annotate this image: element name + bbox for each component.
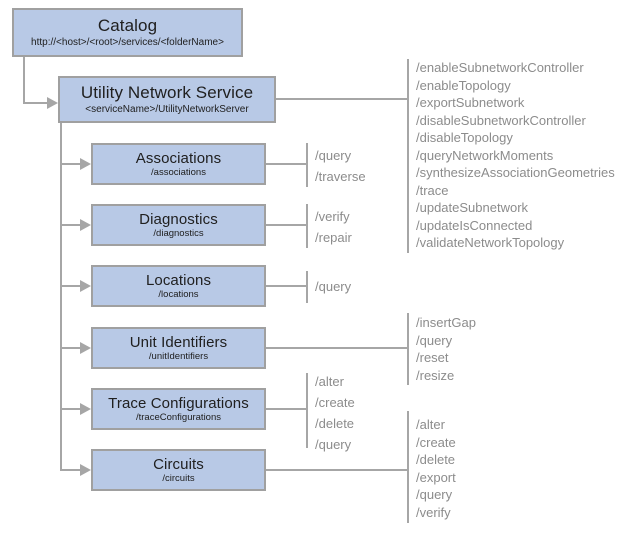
operation-label: /updateSubnetwork [416, 200, 529, 215]
diagnostics-operations-connector-line [266, 224, 306, 226]
unit-identifiers-path-label: /unitIdentifiers [148, 350, 209, 362]
locations-operations-connector-line [266, 285, 306, 287]
locations-operations-bracket-line [306, 271, 308, 303]
diagnostics-branch-arrow-icon [80, 219, 91, 231]
unit-identifiers-operations-connector-line [266, 347, 407, 349]
trace-configurations-operations-bracket-line [306, 373, 308, 448]
operation-label: /query [416, 332, 453, 348]
operation-label: /repair [315, 230, 352, 245]
unit-identifiers-branch-line [60, 347, 80, 349]
diagnostics-title: Diagnostics [139, 210, 218, 228]
unit-identifiers-node: Unit Identifiers /unitIdentifiers [91, 327, 266, 369]
operation-label: /insertGap [416, 315, 476, 330]
operation-label: /query [315, 437, 352, 452]
operation-label: /validateNetworkTopology [416, 235, 565, 250]
operation-label: /enableSubnetworkController [416, 60, 584, 75]
utility-network-service-title: Utility Network Service [80, 83, 254, 102]
service-operations-list: /enableSubnetworkController/enableTopolo… [416, 59, 615, 252]
service-operations-bracket-line [407, 59, 409, 253]
operation-label: /create [315, 395, 355, 410]
operation-label: /query [315, 148, 352, 163]
circuits-operations-connector-line [266, 469, 407, 471]
operation-label: /enableTopology [416, 77, 511, 93]
operation-label: /queryNetworkMoments [416, 147, 554, 163]
operation-label: /trace [416, 182, 449, 198]
operation-label: /verify [416, 504, 451, 520]
unit-identifiers-branch-arrow-icon [80, 342, 91, 354]
diagnostics-operations-bracket-line [306, 204, 308, 248]
associations-path-label: /associations [151, 166, 206, 178]
locations-operations-list: /query [315, 276, 351, 297]
trace-configurations-branch-arrow-icon [80, 403, 91, 415]
catalog-title: Catalog [97, 16, 158, 35]
operation-label: /verify [315, 209, 350, 224]
locations-node: Locations /locations [91, 265, 266, 307]
operation-label: /query [315, 279, 352, 294]
circuits-branch-line [60, 469, 80, 471]
operation-label: /resize [416, 367, 455, 383]
diagnostics-branch-line [60, 224, 80, 226]
trace-configurations-path-label: /traceConfigurations [135, 411, 222, 423]
operation-label: /alter [416, 417, 445, 432]
circuits-path-label: /circuits [162, 472, 195, 484]
circuits-branch-arrow-icon [80, 464, 91, 476]
unit-identifiers-operations-list: /insertGap/query/reset/resize [416, 314, 476, 384]
circuits-operations-bracket-line [407, 411, 409, 523]
locations-branch-arrow-icon [80, 280, 91, 292]
diagnostics-path-label: /diagnostics [153, 227, 204, 239]
catalog-node: Catalog http://<host>/<root>/services/<f… [12, 8, 243, 57]
locations-title: Locations [145, 271, 212, 289]
catalog-url-label: http://<host>/<root>/services/<folderNam… [31, 37, 224, 48]
operation-label: /traverse [315, 169, 366, 184]
associations-operations-connector-line [266, 163, 306, 165]
circuits-operations-list: /alter/create/delete/export/query/verify [416, 416, 456, 521]
operation-label: /updateIsConnected [416, 217, 533, 233]
trace-configurations-operations-list: /alter/create/delete/query [315, 371, 355, 455]
operation-label: /delete [416, 452, 456, 467]
service-children-trunk-line [60, 123, 62, 470]
unit-identifiers-operations-bracket-line [407, 313, 409, 385]
diagnostics-operations-list: /verify/repair [315, 206, 352, 248]
associations-branch-line [60, 163, 80, 165]
circuits-node: Circuits /circuits [91, 449, 266, 491]
circuits-title: Circuits [153, 455, 204, 473]
operation-label: /query [416, 487, 453, 502]
trace-configurations-branch-line [60, 408, 80, 410]
catalog-connector-horizontal-line [23, 102, 48, 104]
trace-configurations-title: Trace Configurations [108, 394, 249, 412]
operation-label: /create [416, 434, 456, 450]
operation-label: /synthesizeAssociationGeometries [416, 165, 615, 180]
operation-label: /export [416, 469, 456, 485]
catalog-connector-arrow-icon [47, 97, 58, 109]
locations-path-label: /locations [158, 288, 199, 300]
trace-configurations-node: Trace Configurations /traceConfiguration… [91, 388, 266, 430]
service-operations-connector-line [276, 98, 407, 100]
locations-branch-line [60, 285, 80, 287]
operation-label: /disableTopology [416, 130, 513, 145]
operation-label: /delete [315, 416, 355, 431]
associations-operations-bracket-line [306, 143, 308, 187]
operation-label: /reset [416, 350, 449, 365]
associations-title: Associations [135, 149, 222, 167]
catalog-connector-vertical-line [23, 57, 25, 104]
utility-network-service-path-label: <serviceName>/UtilityNetworkServer [85, 104, 249, 115]
operation-label: /alter [315, 374, 344, 389]
associations-operations-list: /query/traverse [315, 145, 366, 187]
unit-identifiers-title: Unit Identifiers [129, 333, 228, 351]
associations-node: Associations /associations [91, 143, 266, 185]
operation-label: /exportSubnetwork [416, 95, 525, 110]
associations-branch-arrow-icon [80, 158, 91, 170]
operation-label: /disableSubnetworkController [416, 112, 586, 128]
trace-configurations-operations-connector-line [266, 408, 306, 410]
diagnostics-node: Diagnostics /diagnostics [91, 204, 266, 246]
utility-network-service-node: Utility Network Service <serviceName>/Ut… [58, 76, 276, 123]
